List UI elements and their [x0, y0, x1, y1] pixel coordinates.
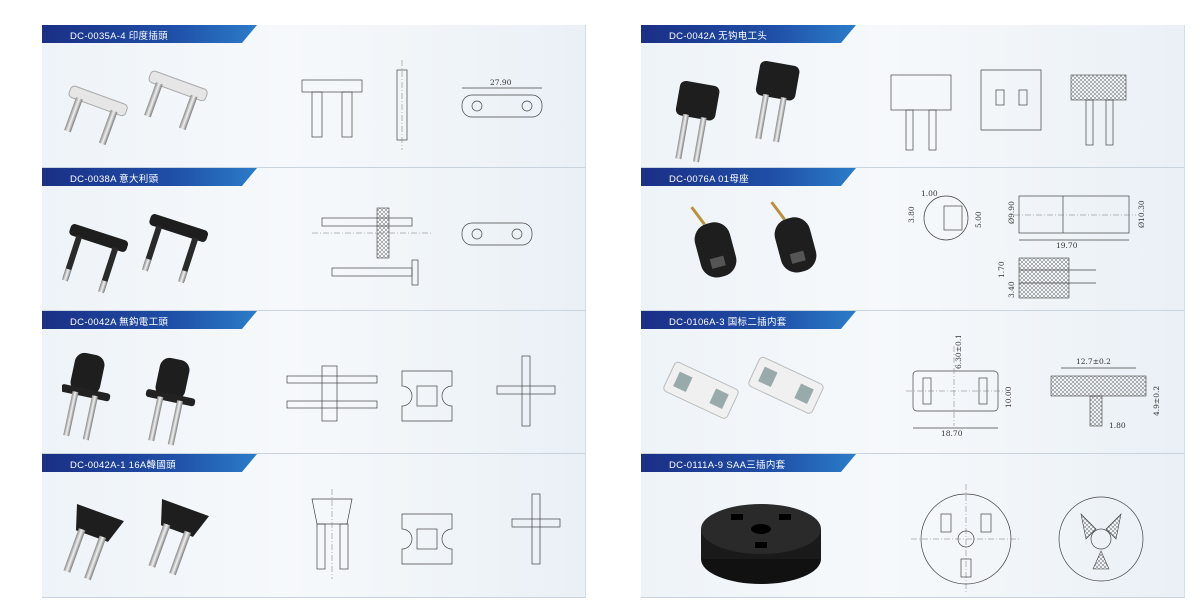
- dimension-label: 1.70: [997, 261, 1006, 278]
- product-header: DC-0042A-1 16A韓國頭: [42, 454, 257, 472]
- product-title: DC-0042A 無鈎電工頭: [70, 317, 169, 328]
- product-photo-black-plug: [62, 214, 209, 294]
- technical-drawing: 6.30±0.1 10.00 18.70 12.7±0.2 4.9±0.2 1.…: [906, 336, 1161, 438]
- dimension-label: 27.90: [490, 78, 512, 87]
- dimension-label: 5.00: [974, 211, 983, 228]
- product-header: DC-0038A 意大利頭: [42, 168, 257, 186]
- product-header: DC-0035A-4 印度插頭: [42, 25, 257, 43]
- product-title: DC-0076A 01母座: [669, 174, 749, 185]
- product-photo-black-round-socket: [701, 504, 821, 584]
- dimension-label: 1.00: [921, 189, 938, 198]
- technical-drawing: 27.90: [301, 60, 543, 150]
- product-cell-dc-0111a-9: DC-0111A-9 SAA三插内套: [641, 454, 1185, 598]
- product-header: DC-0076A 01母座: [641, 168, 856, 186]
- dimension-label: 4.9±0.2: [1152, 386, 1161, 416]
- product-header: DC-0042A 无钩电工头: [641, 25, 856, 43]
- technical-drawing: [890, 69, 1127, 151]
- product-header: DC-0042A 無鈎電工頭: [42, 311, 257, 329]
- technical-drawing: 1.00 3.80 5.00 Ø9.90 Ø10.30 19.70 1.70 3…: [907, 189, 1146, 299]
- dimension-label: 10.00: [1004, 386, 1013, 408]
- product-cell-dc-0038a: DC-0038A 意大利頭: [42, 168, 586, 311]
- product-header: DC-0111A-9 SAA三插内套: [641, 454, 856, 472]
- product-title: DC-0106A-3 国标二插内套: [669, 317, 787, 328]
- product-photo-white-socket: [663, 356, 824, 419]
- product-title: DC-0042A-1 16A韓國頭: [70, 460, 176, 471]
- product-photo-black-plug: [63, 499, 209, 581]
- product-cell-dc-0042a-cn: DC-0042A 无钩电工头: [641, 25, 1185, 168]
- product-photo-black-plug: [62, 352, 196, 446]
- product-cell-dc-0035a-4: DC-0035A-4 印度插頭 27.90: [42, 25, 586, 168]
- dimension-label: 12.7±0.2: [1076, 357, 1111, 366]
- product-title: DC-0042A 无钩电工头: [669, 31, 768, 42]
- dimension-label: 3.80: [907, 206, 916, 223]
- product-photo-white-plug: [64, 70, 208, 146]
- product-title: DC-0111A-9 SAA三插内套: [669, 460, 786, 471]
- technical-drawing: [312, 207, 533, 286]
- dimension-label: Ø10.30: [1137, 200, 1146, 228]
- dimension-label: 1.80: [1109, 421, 1126, 430]
- product-cell-dc-0042a-1: DC-0042A-1 16A韓國頭: [42, 454, 586, 598]
- left-catalog-page: DC-0035A-4 印度插頭 27.90 DC-0038A 意大利頭 DC-0…: [42, 25, 586, 598]
- dimension-label: 19.70: [1056, 241, 1078, 250]
- technical-drawing: [911, 484, 1144, 594]
- dimension-label: 6.30±0.1: [954, 336, 963, 369]
- product-cell-dc-0042a: DC-0042A 無鈎電工頭: [42, 311, 586, 454]
- product-title: DC-0038A 意大利頭: [70, 174, 159, 185]
- product-title: DC-0035A-4 印度插頭: [70, 31, 168, 42]
- right-catalog-page: DC-0042A 无钩电工头 DC-0076A 01母座 1.00 3.80 5…: [641, 25, 1185, 598]
- dimension-label: 3.40: [1007, 281, 1016, 298]
- product-photo-black-socket: [690, 201, 817, 278]
- technical-drawing: [311, 489, 561, 579]
- product-photo-black-plug: [675, 60, 800, 163]
- product-header: DC-0106A-3 国标二插内套: [641, 311, 856, 329]
- product-cell-dc-0106a-3: DC-0106A-3 国标二插内套 6.30±0.1 10.00 18.70 1…: [641, 311, 1185, 454]
- technical-drawing: [286, 355, 556, 427]
- dimension-label: 18.70: [941, 429, 963, 438]
- product-cell-dc-0076a: DC-0076A 01母座 1.00 3.80 5.00 Ø9.90 Ø10.3…: [641, 168, 1185, 311]
- dimension-label: Ø9.90: [1007, 201, 1016, 224]
